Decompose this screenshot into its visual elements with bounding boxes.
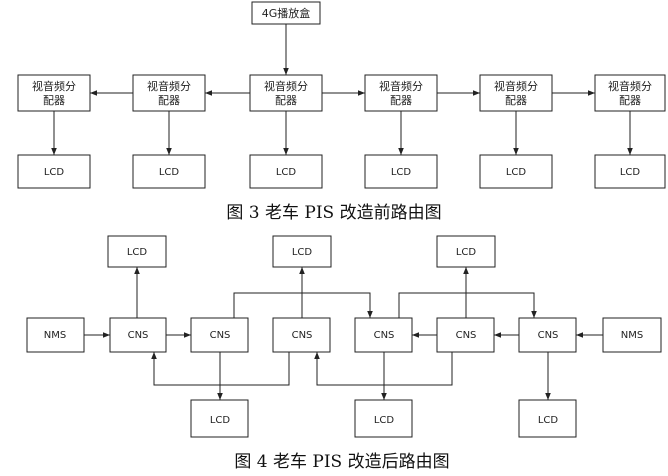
edge-bus-cns-3-to-cns-1	[151, 352, 290, 386]
splitter-4-label-line2: 配器	[390, 94, 412, 107]
cns-4: CNS	[354, 317, 413, 353]
fig3-lcd-2-label: LCD	[159, 167, 180, 178]
cns-1: CNS	[109, 317, 167, 353]
splitter-4: 视音频分 配器	[364, 74, 438, 112]
nms-left: NMS	[26, 317, 85, 353]
splitter-5-label-line2: 配器	[505, 94, 527, 107]
splitter-6: 视音频分 配器	[594, 74, 666, 112]
fig3-lcd-4: LCD	[364, 154, 438, 189]
fig4-lcd-top-2-label: LCD	[292, 247, 313, 258]
fig4-lcd-bottom-3-label: LCD	[538, 415, 559, 426]
fig3-lcd-6-label: LCD	[620, 167, 641, 178]
figure-3-diagram: 4G播放盒 视音频分 配器 视音频分 配器 视音频分 配器 视音频分 配器 视音…	[17, 1, 666, 223]
splitter-3: 视音频分 配器	[249, 74, 323, 112]
edge-bus-cns-2-to-cns-4	[233, 292, 373, 318]
splitter-1: 视音频分 配器	[17, 74, 91, 112]
fig4-lcd-bottom-1-label: LCD	[210, 415, 231, 426]
splitter-5: 视音频分 配器	[479, 74, 553, 112]
cns-1-label: CNS	[128, 330, 149, 341]
fig4-lcd-top-1-label: LCD	[127, 247, 148, 258]
source-4g-player-box: 4G播放盒	[251, 1, 321, 25]
fig3-lcd-3: LCD	[249, 154, 323, 189]
splitter-5-label-line1: 视音频分	[494, 79, 538, 93]
fig4-lcd-top-2: LCD	[272, 235, 332, 268]
splitter-1-label-line1: 视音频分	[32, 79, 76, 93]
edge-bus-cns-5-to-cns-3	[314, 352, 453, 386]
cns-2-label: CNS	[210, 330, 231, 341]
fig3-lcd-3-label: LCD	[276, 167, 297, 178]
fig4-lcd-bottom-1: LCD	[190, 399, 249, 438]
fig4-lcd-top-3-label: LCD	[456, 247, 477, 258]
splitter-6-label-line1: 视音频分	[608, 79, 652, 93]
cns-4-label: CNS	[374, 330, 395, 341]
fig4-lcd-bottom-2-label: LCD	[374, 415, 395, 426]
nms-right-label: NMS	[621, 330, 643, 341]
splitter-6-label-line2: 配器	[619, 94, 641, 107]
figure-3-caption: 图 3 老车 PIS 改造前路由图	[226, 203, 441, 223]
cns-2: CNS	[190, 317, 249, 353]
fig3-lcd-2: LCD	[132, 154, 206, 189]
splitter-4-label-line1: 视音频分	[379, 79, 423, 93]
fig4-lcd-bottom-3: LCD	[518, 399, 577, 438]
fig3-lcd-4-label: LCD	[391, 167, 412, 178]
fig4-lcd-top-1: LCD	[107, 235, 167, 268]
splitter-3-label-line2: 配器	[275, 94, 297, 107]
fig3-lcd-1: LCD	[17, 154, 91, 189]
splitter-2-label-line1: 视音频分	[147, 79, 191, 93]
fig3-lcd-5-label: LCD	[506, 167, 527, 178]
cns-5: CNS	[436, 317, 495, 353]
edge-bus-cns-4-to-cns-6	[398, 292, 537, 318]
splitter-2-label-line2: 配器	[158, 94, 180, 107]
cns-3-label: CNS	[292, 330, 313, 341]
splitter-2: 视音频分 配器	[132, 74, 206, 112]
fig3-lcd-1-label: LCD	[44, 167, 65, 178]
nms-right: NMS	[602, 317, 662, 353]
splitter-3-label-line1: 视音频分	[264, 79, 308, 93]
cns-3: CNS	[272, 317, 331, 353]
fig4-lcd-bottom-2: LCD	[354, 399, 413, 438]
fig3-lcd-5: LCD	[479, 154, 553, 189]
figure-4-diagram: LCD LCD LCD NMS CNS CNS CNS CNS CNS CNS …	[26, 235, 662, 472]
fig4-lcd-top-3: LCD	[436, 235, 496, 268]
cns-5-label: CNS	[456, 330, 477, 341]
figure-4-caption: 图 4 老车 PIS 改造后路由图	[234, 452, 449, 472]
splitter-1-label-line2: 配器	[43, 94, 65, 107]
fig3-lcd-6: LCD	[594, 154, 666, 189]
cns-6: CNS	[518, 317, 577, 353]
source-4g-player-label: 4G播放盒	[262, 6, 311, 20]
cns-6-label: CNS	[538, 330, 559, 341]
nms-left-label: NMS	[44, 330, 66, 341]
